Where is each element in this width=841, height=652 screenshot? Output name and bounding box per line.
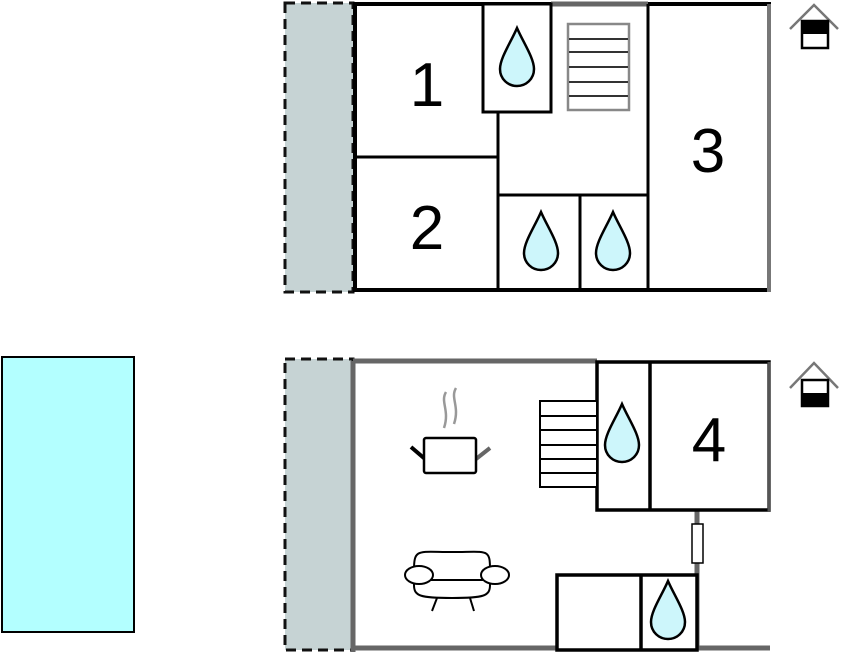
room-4-label: 4 <box>692 406 726 475</box>
upper-floor: 1 2 3 <box>283 1 839 294</box>
stairs-icon <box>566 22 631 112</box>
pool <box>1 356 135 633</box>
ground-floor: 4 <box>283 357 839 652</box>
stairs-icon <box>539 400 598 488</box>
room-3-label: 3 <box>691 117 725 186</box>
upper-floor-house-icon <box>789 3 839 50</box>
door <box>691 523 704 564</box>
room-2-label: 2 <box>410 194 444 263</box>
room-1-label: 1 <box>410 51 444 120</box>
sofa-icon <box>404 550 510 612</box>
terrace <box>283 357 355 652</box>
cooking-pot-icon <box>409 387 492 475</box>
ground-floor-house-icon <box>789 361 839 408</box>
terrace <box>283 1 355 294</box>
building-outline <box>353 2 771 292</box>
